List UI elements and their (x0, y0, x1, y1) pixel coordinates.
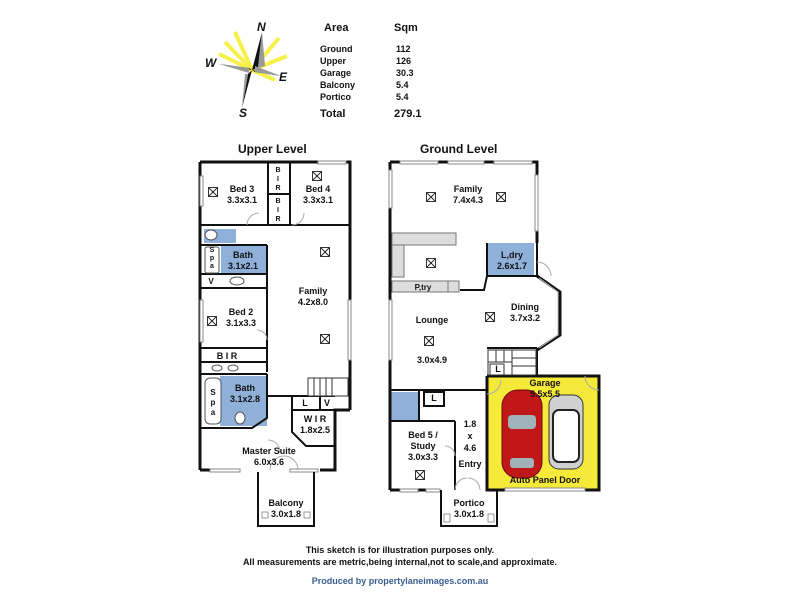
room-wir: W I R 1.8x2.5 (299, 414, 331, 435)
red-car-icon (501, 389, 543, 479)
ceiling-fixture-icon (208, 187, 218, 197)
area-row-name: Ground (320, 44, 353, 54)
disclaimer-line-1: This sketch is for illustration purposes… (305, 545, 495, 555)
ceiling-fixture-icon (207, 316, 217, 326)
room-pantry: P,try (414, 283, 432, 292)
upper-level-title: Upper Level (238, 142, 307, 156)
area-total-label: Total (320, 108, 346, 120)
room-hall-linen: L (431, 393, 437, 403)
room-garage: Garage 5.5x5.5 (529, 378, 561, 399)
area-row-value: 126 (396, 56, 412, 66)
ceiling-fixture-icon (320, 247, 330, 257)
ceiling-fixture-icon (426, 192, 436, 202)
garage-door-label: Auto Panel Door (509, 475, 581, 485)
compass-rose: N W E S (205, 18, 295, 123)
room-laundry: L,dry 2.6x1.7 (496, 250, 528, 271)
room-family-ground: Family 7.4x4.3 (452, 184, 484, 205)
room-portico: Portico 3.0x1.8 (453, 498, 485, 519)
ceiling-fixture-icon (496, 192, 506, 202)
room-bed5-study: Bed 5 / Study 3.0x3.3 (407, 430, 439, 462)
room-bed3: Bed 3 3.3x3.1 (226, 184, 258, 205)
disclaimer-line-2: All measurements are metric,being intern… (242, 557, 558, 567)
ceiling-fixture-icon (426, 258, 436, 268)
room-vanity: V (323, 398, 330, 408)
ceiling-fixture-icon (312, 171, 322, 181)
room-lounge-name: Lounge (415, 315, 449, 325)
room-linen: L (302, 398, 308, 408)
room-bir-mid: B I R (216, 351, 238, 361)
area-row-value: 112 (396, 44, 411, 54)
compass-s: S (239, 106, 248, 120)
area-row-name: Portico (320, 92, 352, 102)
room-balcony: Balcony 3.0x1.8 (268, 498, 304, 519)
room-bed4: Bed 4 3.3x3.1 (302, 184, 334, 205)
compass-w: W (205, 56, 217, 70)
room-vanity-top: V (208, 277, 214, 286)
room-bir-top: B I R (275, 167, 281, 192)
sqm-header: Sqm (394, 22, 418, 34)
room-bir-bottom: B I R (275, 198, 281, 223)
area-row-name: Upper (320, 56, 347, 66)
ground-level-title: Ground Level (420, 142, 498, 156)
room-bath-top: Bath 3.1x2.1 (227, 250, 259, 271)
area-row-name: Balcony (320, 80, 356, 90)
room-bath-bottom: Bath 3.1x2.8 (229, 383, 261, 404)
compass-n: N (257, 20, 266, 34)
silver-car-icon (548, 394, 584, 470)
ceiling-fixture-icon (424, 336, 434, 346)
room-stair-linen: L (495, 364, 501, 374)
room-lounge-dim: 3.0x4.9 (416, 355, 448, 365)
area-row-name: Garage (320, 68, 352, 78)
area-total-value: 279.1 (394, 108, 422, 120)
room-entry: 1.8 x 4.6 Entry (458, 419, 482, 469)
room-bed2: Bed 2 3.1x3.3 (225, 307, 257, 328)
compass-icon (218, 31, 288, 108)
room-dining: Dining 3.7x3.2 (509, 302, 541, 323)
ceiling-fixture-icon (485, 312, 495, 322)
area-row-value: 5.4 (396, 80, 409, 90)
area-row-value: 5.4 (396, 92, 409, 102)
room-spa-top: S p a (209, 247, 215, 270)
credit-link[interactable]: Produced by propertylaneimages.com.au (311, 576, 489, 586)
room-spa-bottom: S p a (210, 388, 216, 417)
room-family-upper: Family 4.2x8.0 (297, 286, 329, 307)
compass-e: E (279, 70, 288, 84)
area-row-value: 30.3 (396, 68, 414, 78)
ceiling-fixture-icon (320, 334, 330, 344)
ceiling-fixture-icon (415, 470, 425, 480)
room-master-suite: Master Suite 6.0x3.6 (242, 446, 296, 467)
area-header: Area (324, 22, 349, 34)
